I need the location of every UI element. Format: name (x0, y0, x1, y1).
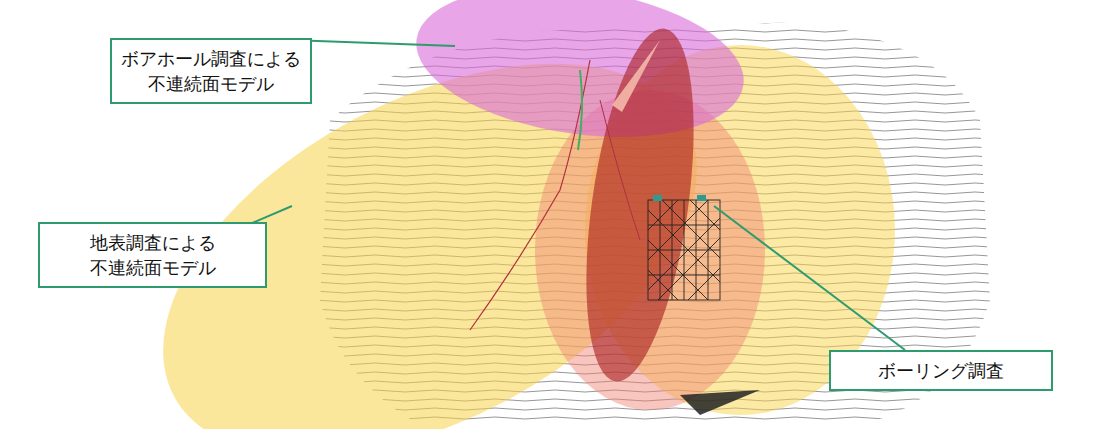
callout-box: ボーリング調査 (829, 350, 1053, 391)
callout-text: 地表調査による 不連続面モデル (48, 230, 257, 280)
callout-box: ボアホール調査による 不連続面モデル (110, 38, 312, 104)
trace-line (600, 100, 640, 240)
fault-plane (568, 22, 713, 388)
borehole-discontinuity-plane (407, 0, 754, 156)
terrain-shadow (680, 390, 760, 415)
callout-text: ボアホール調査による 不連続面モデル (120, 46, 302, 96)
trace-line (470, 60, 590, 330)
boring-grid (648, 200, 720, 300)
callout-box: 地表調査による 不連続面モデル (38, 222, 267, 288)
trace-line (578, 70, 582, 150)
boring-marker (653, 195, 662, 201)
callout-text: ボーリング調査 (839, 358, 1043, 383)
discontinuity-wedge (612, 40, 660, 112)
boring-marker (697, 195, 706, 201)
leader-lines (250, 40, 905, 350)
